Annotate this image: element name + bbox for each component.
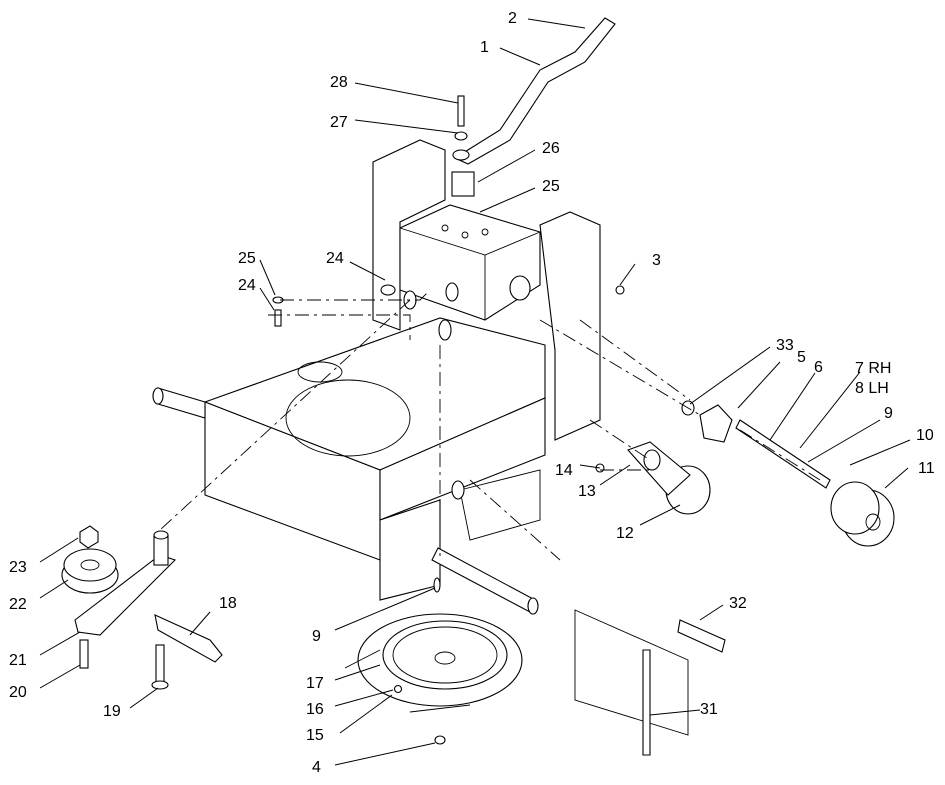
callout-12: 12 [616, 525, 634, 542]
callout-18: 18 [219, 595, 237, 612]
callout-6: 6 [814, 359, 823, 376]
callout-2: 2 [508, 10, 517, 27]
callout-labels: 2 1 28 27 26 25 24 25 24 3 33 5 6 7 RH 8… [9, 10, 935, 776]
callout-33: 33 [776, 337, 794, 354]
shield-parts [574, 609, 726, 756]
callout-29: 27 [330, 114, 348, 131]
callout-9-left: 9 [312, 628, 321, 645]
shaft-assembly [595, 285, 895, 547]
callout-28: 26 [542, 140, 560, 157]
callout-5: 5 [797, 349, 806, 366]
gearbox-assembly [399, 171, 541, 341]
callout-10: 10 [916, 427, 934, 444]
leader-lines [39, 18, 911, 766]
idler-assembly [61, 525, 223, 690]
frame-assembly [152, 139, 601, 615]
callout-7-rh: 7 RH [855, 360, 891, 377]
callout-3: 3 [652, 252, 661, 269]
assembly-lines [159, 289, 821, 561]
callout-27: 25 [542, 178, 560, 195]
callout-22: 22 [9, 596, 27, 613]
callout-9-right: 9 [884, 405, 893, 422]
callout-32: 32 [729, 595, 747, 612]
callout-14: 14 [555, 462, 573, 479]
callout-20: 20 [9, 684, 27, 701]
control-handle [452, 17, 616, 165]
callout-24: 24 [238, 277, 256, 294]
callout-11: 11 [918, 460, 935, 477]
callout-8-lh: 8 LH [855, 380, 889, 397]
callout-21: 21 [9, 652, 27, 669]
callout-19: 19 [103, 703, 121, 720]
callout-31: 31 [700, 701, 718, 718]
callout-26: 24 [326, 250, 344, 267]
callout-16: 16 [306, 701, 324, 718]
callout-4: 4 [312, 759, 321, 776]
callout-23: 23 [9, 559, 27, 576]
callout-30: 28 [330, 74, 348, 91]
drive-pulley-assembly [344, 577, 523, 745]
callout-25: 25 [238, 250, 256, 267]
callout-17: 17 [306, 675, 324, 692]
callout-1: 1 [480, 39, 489, 56]
callout-15: 15 [306, 727, 324, 744]
hardware [272, 284, 396, 327]
callout-13: 13 [578, 483, 596, 500]
